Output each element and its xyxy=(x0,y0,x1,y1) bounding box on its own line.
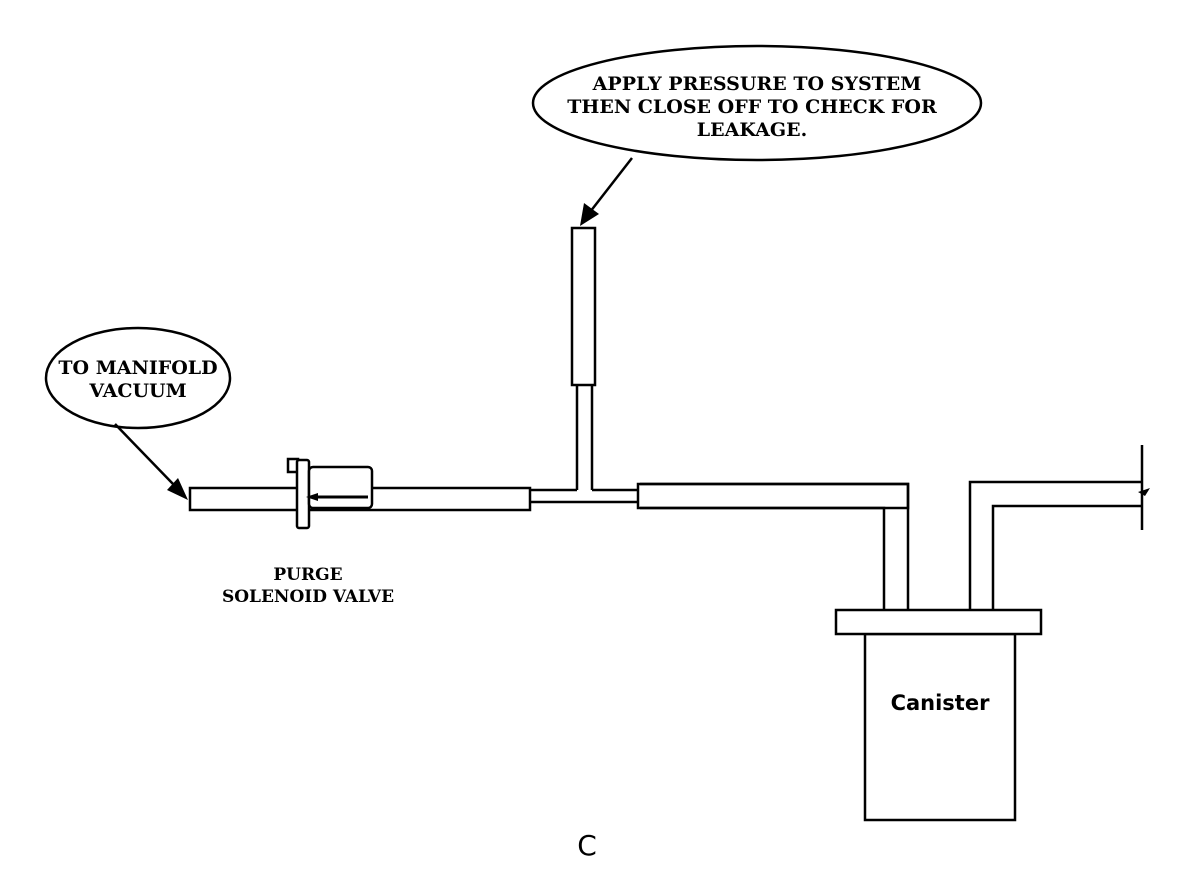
manifold-leader-arrowhead xyxy=(167,478,188,500)
pressure-callout: APPLY PRESSURE TO SYSTEM THEN CLOSE OFF … xyxy=(531,44,983,226)
pressure-leader-line xyxy=(589,157,633,213)
figure-letter: C xyxy=(577,829,597,862)
canister-label: Canister xyxy=(891,691,991,715)
manifold-callout-line-1: TO MANIFOLD xyxy=(58,357,217,379)
pressure-callout-line-1: APPLY PRESSURE TO SYSTEM xyxy=(592,73,922,95)
outlet-inner-bend xyxy=(991,504,1142,610)
canister-outlet-hose xyxy=(968,445,1150,610)
manifold-leader-line xyxy=(114,423,175,486)
valve-label-line-2: SOLENOID VALVE xyxy=(222,587,394,607)
canister-supply-hose xyxy=(636,482,910,610)
break-mark xyxy=(1138,488,1150,496)
pressure-leader-arrowhead xyxy=(580,203,599,226)
valve-flow-arrow xyxy=(306,493,318,501)
hose-outer-bend xyxy=(640,482,910,610)
valve-flange xyxy=(295,458,311,530)
hose-segment xyxy=(636,482,910,510)
manifold-callout-bubble xyxy=(44,326,232,430)
solenoid-valve-body xyxy=(307,465,374,510)
manifold-callout: TO MANIFOLD VACUUM xyxy=(44,326,232,500)
hose-inner-bend xyxy=(640,506,886,610)
tee-joint xyxy=(530,488,638,504)
canister-cap xyxy=(834,608,1043,636)
canister: Canister xyxy=(834,608,1043,822)
pressure-fitting xyxy=(570,226,597,387)
pressure-callout-line-3: LEAKAGE. xyxy=(697,119,807,141)
canister-body xyxy=(863,632,1017,822)
pressure-callout-bubble xyxy=(531,44,983,162)
valve-label-line-1: PURGE xyxy=(273,565,342,585)
pressure-callout-line-2: THEN CLOSE OFF TO CHECK FOR xyxy=(567,96,937,118)
vacuum-hose-assembly xyxy=(188,457,532,530)
pressure-test-tube xyxy=(570,226,597,490)
manifold-callout-line-2: VACUUM xyxy=(88,380,186,402)
outlet-outer-bend xyxy=(968,480,1142,610)
